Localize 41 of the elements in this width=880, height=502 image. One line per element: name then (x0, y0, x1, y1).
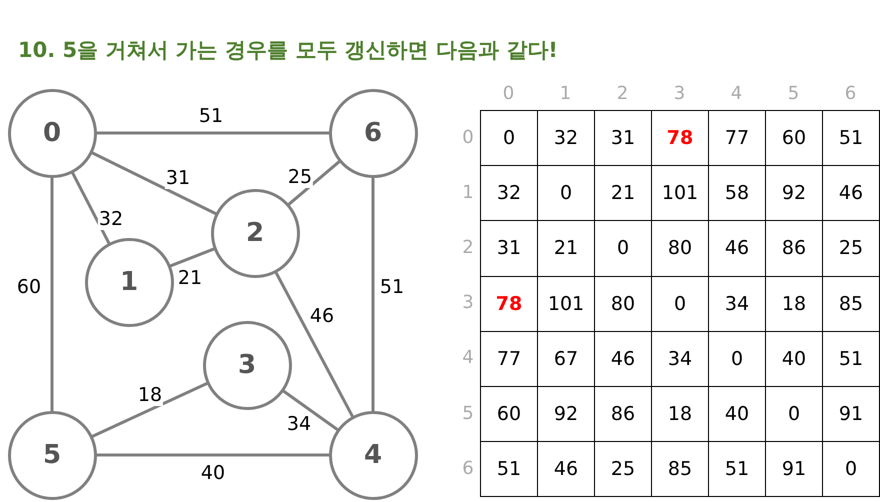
edge-line (372, 176, 374, 412)
edge-line (95, 454, 330, 456)
column-header: 1 (560, 84, 572, 104)
vertex-circle: 2 (210, 188, 300, 278)
edge-line (90, 382, 209, 438)
edge-line (70, 170, 111, 244)
vertex-circle: 3 (202, 320, 292, 410)
edge-line (286, 160, 342, 206)
table-cell: 51 (480, 441, 538, 498)
title: 10. 5을 거쳐서 가는 경우를 모두 갱신하면 다음과 같다! (18, 37, 558, 64)
column-header: 2 (616, 84, 628, 104)
table-cell: 51 (822, 110, 880, 166)
column-header: 5 (788, 84, 800, 104)
vertex-circle: 5 (8, 410, 96, 500)
column-header: 3 (674, 84, 686, 104)
edge-label: 18 (136, 384, 164, 406)
edge-line (95, 132, 330, 134)
row-header: 6 (462, 458, 474, 479)
edge-line (168, 247, 216, 268)
table-cell: 0 (822, 441, 880, 498)
column-header: 0 (502, 84, 514, 104)
column-header: 4 (730, 84, 742, 104)
vertex-circle: 1 (84, 238, 174, 326)
row-header: 2 (462, 238, 474, 258)
edge-label: 32 (98, 208, 124, 230)
edge-line (90, 150, 218, 216)
edge-line (50, 176, 54, 412)
row-header: 0 (462, 128, 474, 148)
edge-line (274, 270, 354, 418)
edge-line (281, 388, 339, 432)
vertex-circle: 6 (328, 88, 418, 178)
row-header: 4 (462, 348, 474, 368)
edge-label: 25 (286, 166, 314, 188)
table-cell: 0 (480, 110, 538, 166)
edge-label: 31 (164, 167, 192, 189)
row-header: 5 (462, 404, 474, 424)
row-header: 3 (462, 293, 474, 314)
vertex-circle: 4 (328, 410, 418, 500)
row-header: 1 (462, 182, 474, 203)
column-header: 6 (844, 84, 856, 104)
vertex-circle: 0 (8, 88, 96, 178)
